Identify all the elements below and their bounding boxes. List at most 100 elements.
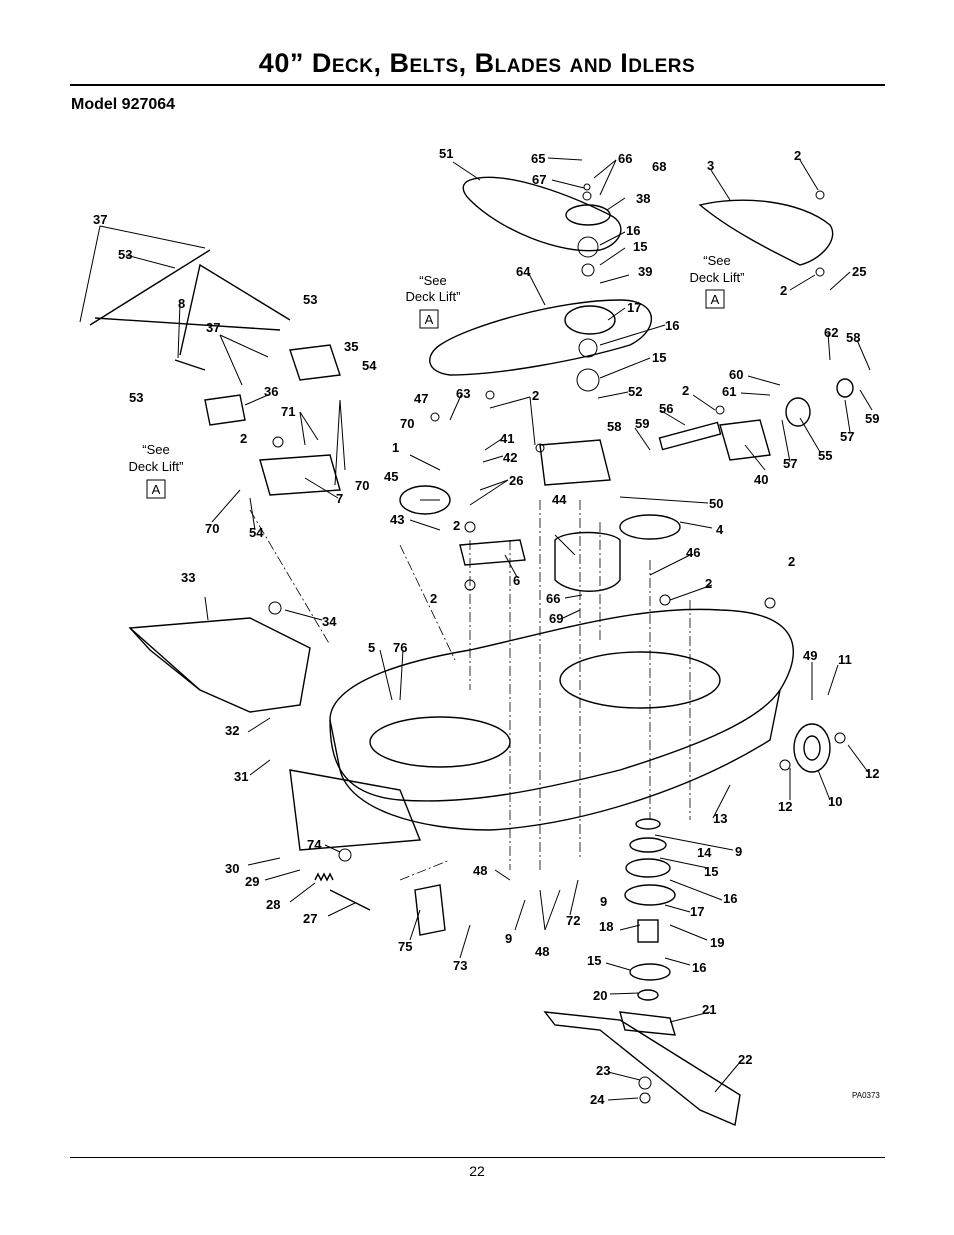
callout-22: 22 [738, 1052, 752, 1067]
callout-37: 37 [206, 320, 220, 335]
callout-70: 70 [400, 416, 414, 431]
callout-2: 2 [682, 383, 689, 398]
svg-text:Deck Lift”: Deck Lift” [129, 459, 184, 474]
callout-31: 31 [234, 769, 248, 784]
callout-8: 8 [178, 296, 185, 311]
callout-76: 76 [393, 640, 407, 655]
callout-42: 42 [503, 450, 517, 465]
callout-32: 32 [225, 723, 239, 738]
callout-1: 1 [392, 440, 399, 455]
callout-34: 34 [322, 614, 337, 629]
svg-text:Deck Lift”: Deck Lift” [406, 289, 461, 304]
callout-15: 15 [633, 239, 647, 254]
callout-47: 47 [414, 391, 428, 406]
callout-28: 28 [266, 897, 280, 912]
callout-69: 69 [549, 611, 563, 626]
callout-19: 19 [710, 935, 724, 950]
pulley-17-upper [564, 305, 616, 335]
svg-text:“See: “See [142, 442, 169, 457]
callout-51: 51 [439, 146, 453, 161]
callout-54: 54 [362, 358, 377, 373]
callout-2: 2 [240, 431, 247, 446]
callout-48: 48 [535, 944, 549, 959]
callout-68: 68 [652, 159, 666, 174]
callout-62: 62 [824, 325, 838, 340]
blade-22 [543, 1011, 741, 1126]
belt-64 [429, 299, 653, 376]
callout-2: 2 [794, 148, 801, 163]
svg-text:“See: “See [419, 273, 446, 288]
callout-15: 15 [587, 953, 601, 968]
callout-14: 14 [697, 845, 712, 860]
callout-17: 17 [627, 300, 641, 315]
pulley-38 [565, 204, 611, 226]
callout-10: 10 [828, 794, 842, 809]
callout-66: 66 [546, 591, 560, 606]
callout-75: 75 [398, 939, 412, 954]
callout-2: 2 [788, 554, 795, 569]
callout-61: 61 [722, 384, 736, 399]
callout-36: 36 [264, 384, 278, 399]
callout-2: 2 [780, 283, 787, 298]
svg-text:“See: “See [703, 253, 730, 268]
callout-33: 33 [181, 570, 195, 585]
callout-35: 35 [344, 339, 358, 354]
callout-48: 48 [473, 863, 487, 878]
callout-41: 41 [500, 431, 514, 446]
callout-25: 25 [852, 264, 866, 279]
callout-12: 12 [778, 799, 792, 814]
mower-deck [329, 608, 794, 802]
callout-2: 2 [430, 591, 437, 606]
see-deck-lift-note-3: “See Deck Lift” A [129, 442, 184, 499]
callout-53: 53 [118, 247, 132, 262]
callout-59: 59 [635, 416, 649, 431]
gauge-wheel-10 [793, 723, 831, 773]
callout-16: 16 [692, 960, 706, 975]
callout-2: 2 [453, 518, 460, 533]
callout-27: 27 [303, 911, 317, 926]
clutch-44 [554, 531, 621, 592]
callout-52: 52 [628, 384, 642, 399]
callout-23: 23 [596, 1063, 610, 1078]
callout-15: 15 [652, 350, 666, 365]
callout-49: 49 [803, 648, 817, 663]
svg-text:A: A [711, 292, 720, 307]
callout-71: 71 [281, 404, 295, 419]
callout-9: 9 [505, 931, 512, 946]
callout-53: 53 [303, 292, 317, 307]
callout-63: 63 [456, 386, 470, 401]
callout-21: 21 [702, 1002, 716, 1017]
svg-text:A: A [152, 482, 161, 497]
callout-59: 59 [865, 411, 879, 426]
callout-45: 45 [384, 469, 398, 484]
callout-58: 58 [607, 419, 621, 434]
callout-53: 53 [129, 390, 143, 405]
callout-70: 70 [205, 521, 219, 536]
callout-66: 66 [618, 151, 632, 166]
callout-57: 57 [783, 456, 797, 471]
belt-51 [462, 176, 622, 252]
footer-rule [70, 1157, 885, 1158]
callout-20: 20 [593, 988, 607, 1003]
callout-56: 56 [659, 401, 673, 416]
callout-29: 29 [245, 874, 259, 889]
callout-72: 72 [566, 913, 580, 928]
callout-74: 74 [307, 837, 322, 852]
discharge-chute [128, 617, 311, 713]
callout-40: 40 [754, 472, 768, 487]
callout-44: 44 [552, 492, 567, 507]
callout-39: 39 [638, 264, 652, 279]
callout-70: 70 [355, 478, 369, 493]
callout-7: 7 [336, 491, 343, 506]
callout-67: 67 [532, 172, 546, 187]
callout-16: 16 [626, 223, 640, 238]
callout-3: 3 [707, 158, 714, 173]
see-deck-lift-note-1: “See Deck Lift” A [406, 273, 461, 329]
idler-45 [399, 485, 451, 515]
callout-16: 16 [665, 318, 679, 333]
callout-15: 15 [704, 864, 718, 879]
callout-65: 65 [531, 151, 545, 166]
page-title: 40” Deck, Belts, Blades and Idlers [258, 48, 696, 78]
callout-58: 58 [846, 330, 860, 345]
